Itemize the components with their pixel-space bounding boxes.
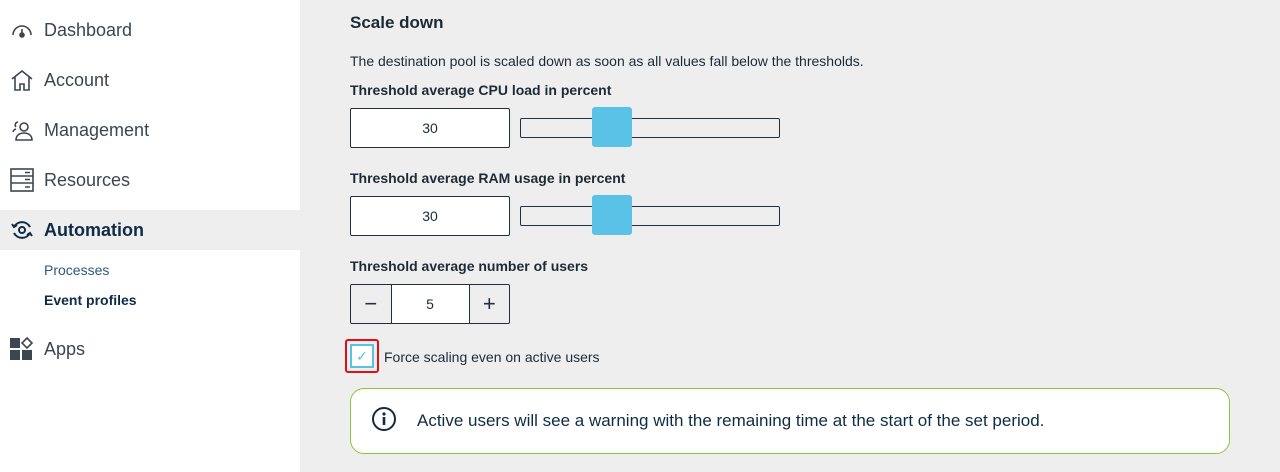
sidebar-item-apps[interactable]: Apps	[0, 329, 300, 369]
sidebar-item-label: Apps	[44, 338, 86, 359]
section-description: The destination pool is scaled down as s…	[350, 53, 864, 69]
slider-thumb[interactable]	[592, 107, 632, 147]
check-icon: ✓	[356, 347, 368, 364]
main-content: Scale down The destination pool is scale…	[300, 0, 1280, 472]
sidebar-item-resources[interactable]: Resources	[0, 160, 300, 200]
sidebar-item-label: Resources	[44, 169, 131, 190]
gauge-icon	[10, 18, 34, 42]
home-icon	[10, 68, 34, 92]
sidebar: Dashboard Account Management Resources A…	[0, 0, 300, 472]
slider-thumb[interactable]	[592, 195, 632, 235]
highlight-box: ✓	[345, 339, 379, 373]
ram-threshold-input[interactable]: 30	[350, 196, 510, 236]
section-title: Scale down	[350, 13, 444, 32]
cpu-threshold-slider[interactable]	[520, 107, 780, 147]
cpu-threshold-label: Threshold average CPU load in percent	[350, 82, 612, 98]
sidebar-subitem-processes[interactable]: Processes	[44, 262, 110, 278]
automation-gear-icon	[10, 218, 34, 242]
sidebar-item-account[interactable]: Account	[0, 60, 300, 100]
sidebar-item-label: Automation	[44, 219, 144, 240]
users-threshold-input[interactable]: 5	[390, 285, 470, 323]
info-text: Active users will see a warning with the…	[417, 411, 1045, 430]
server-icon	[10, 168, 34, 192]
info-box: Active users will see a warning with the…	[350, 388, 1230, 454]
sidebar-item-label: Account	[44, 69, 110, 90]
cpu-threshold-input[interactable]: 30	[350, 108, 510, 148]
apps-icon	[10, 337, 34, 361]
sidebar-subitem-event-profiles[interactable]: Event profiles	[44, 292, 137, 308]
info-icon	[371, 406, 397, 437]
users-threshold-stepper: − 5 +	[350, 284, 510, 324]
users-icon	[10, 118, 34, 142]
users-threshold-label: Threshold average number of users	[350, 258, 589, 274]
ram-threshold-slider[interactable]	[520, 195, 780, 235]
force-scaling-label[interactable]: Force scaling even on active users	[384, 349, 600, 365]
sidebar-item-label: Dashboard	[44, 19, 133, 40]
increment-button[interactable]: +	[482, 291, 496, 316]
force-scaling-checkbox[interactable]: ✓	[350, 344, 374, 368]
sidebar-item-dashboard[interactable]: Dashboard	[0, 10, 300, 50]
decrement-button[interactable]: −	[364, 291, 378, 316]
sidebar-item-label: Management	[44, 119, 150, 140]
sidebar-item-management[interactable]: Management	[0, 110, 300, 150]
ram-threshold-label: Threshold average RAM usage in percent	[350, 170, 626, 186]
sidebar-item-automation[interactable]: Automation	[0, 210, 300, 250]
